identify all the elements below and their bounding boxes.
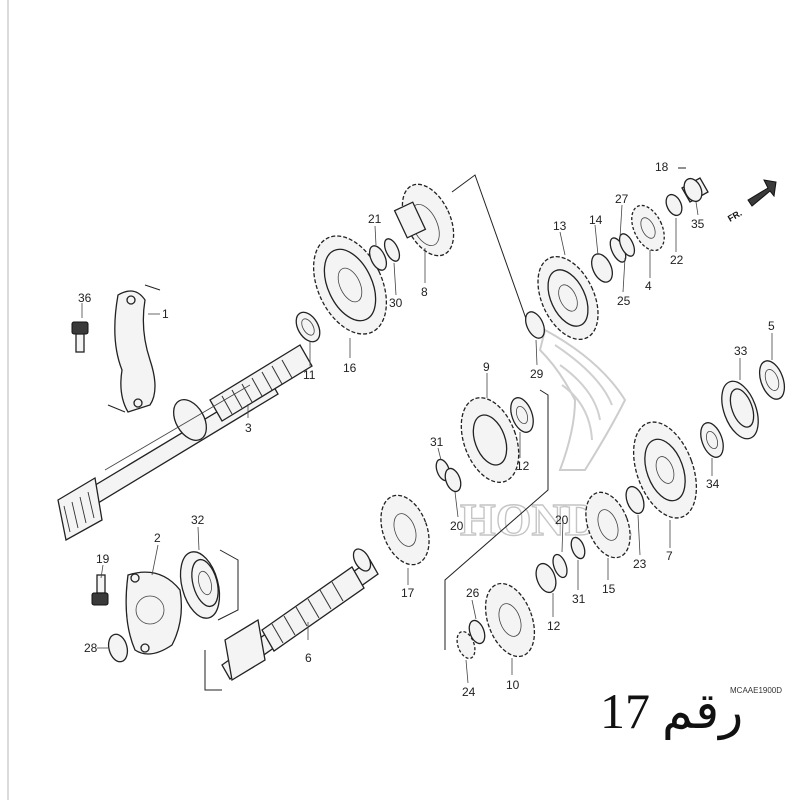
mainshaft-upper <box>57 344 313 542</box>
part-label: 34 <box>706 477 720 491</box>
leader-lines <box>81 201 773 684</box>
front-direction-arrow: FR. <box>726 179 777 224</box>
part-label: 5 <box>768 319 775 333</box>
part-label: 14 <box>589 213 603 227</box>
gear-part-10 <box>484 582 536 658</box>
washer-part-21 <box>368 245 388 271</box>
bolt-part-19 <box>91 574 109 606</box>
washer-part-25 <box>618 233 636 257</box>
part-label: 2 <box>154 531 161 545</box>
part-label: 36 <box>78 291 92 305</box>
washer-part-31-lower <box>570 536 586 560</box>
needle-bearing-part-34 <box>700 422 724 458</box>
part-label: 22 <box>670 253 684 267</box>
gear-part-15 <box>585 491 631 559</box>
part-label: 27 <box>615 192 629 206</box>
part-label: 17 <box>401 586 415 600</box>
part-label: 10 <box>506 678 520 692</box>
part-label: 8 <box>421 285 428 299</box>
part-label: 4 <box>645 279 652 293</box>
part-label: 6 <box>305 651 312 665</box>
caption-word: رقم <box>662 683 744 739</box>
oil-seal-part-5 <box>758 360 786 400</box>
bearing-part-32 <box>179 551 221 619</box>
gear-part-8 <box>393 183 455 257</box>
washer-part-12-lower <box>552 553 568 579</box>
part-label: 28 <box>84 641 98 655</box>
bushing-part-14 <box>591 253 613 283</box>
bushing-part-35 <box>681 177 709 203</box>
part-label: 29 <box>530 367 544 381</box>
part-label: 13 <box>553 219 567 233</box>
countershaft-lower <box>221 548 379 682</box>
washer-part-22 <box>665 193 683 217</box>
part-label: 24 <box>462 685 476 699</box>
gear-part-17 <box>380 494 430 566</box>
gear-part-4 <box>631 204 665 252</box>
washer-part-24 <box>456 630 476 660</box>
caption-number: 17 <box>600 683 650 739</box>
part-number-labels: 36 1 2 3 4 5 6 7 8 9 10 11 12 12 12 13 1… <box>78 160 775 699</box>
part-label: 26 <box>466 586 480 600</box>
gear-part-16 <box>312 235 388 335</box>
part-label: 18 <box>655 160 669 174</box>
gear-part-13 <box>537 255 599 341</box>
bolt-part-36 <box>71 321 89 353</box>
washer-part-28 <box>107 633 129 663</box>
bushing-part-30 <box>383 238 401 262</box>
part-label: 32 <box>191 513 205 527</box>
part-label: 31 <box>430 435 444 449</box>
part-label: 3 <box>245 421 252 435</box>
part-label: 9 <box>483 360 490 374</box>
bracket-part-2 <box>125 571 183 655</box>
needle-bearing-part-12-upper <box>510 397 534 433</box>
needle-bearing-part-12-lower <box>535 562 557 594</box>
part-label: 12 <box>547 619 561 633</box>
part-label: 15 <box>602 582 616 596</box>
washer-part-23 <box>625 485 645 515</box>
washer-part-29 <box>524 311 546 339</box>
part-label: 12 <box>516 459 530 473</box>
washer-part-20-upper <box>444 467 462 493</box>
drawing-code: MCAAE1900D <box>730 686 782 695</box>
part-label: 1 <box>162 307 169 321</box>
part-label: 20 <box>450 519 464 533</box>
bracket-part-1 <box>107 284 161 413</box>
part-label: 20 <box>555 513 569 527</box>
bearing-part-11 <box>295 311 321 343</box>
part-label: 33 <box>734 344 748 358</box>
part-label: 11 <box>303 368 316 382</box>
part-label: 35 <box>691 217 705 231</box>
bearing-part-33 <box>721 380 759 440</box>
gear-part-9 <box>460 397 520 483</box>
part-label: 21 <box>368 212 382 226</box>
gear-part-7 <box>632 421 698 519</box>
part-label: 31 <box>572 592 586 606</box>
washer-part-26 <box>468 619 486 645</box>
part-label: 23 <box>633 557 647 571</box>
fr-label: FR. <box>726 208 744 224</box>
part-label: 16 <box>343 361 357 375</box>
part-label: 30 <box>389 296 403 310</box>
part-label: 19 <box>96 552 110 566</box>
part-label: 7 <box>666 549 673 563</box>
part-label: 25 <box>617 294 631 308</box>
